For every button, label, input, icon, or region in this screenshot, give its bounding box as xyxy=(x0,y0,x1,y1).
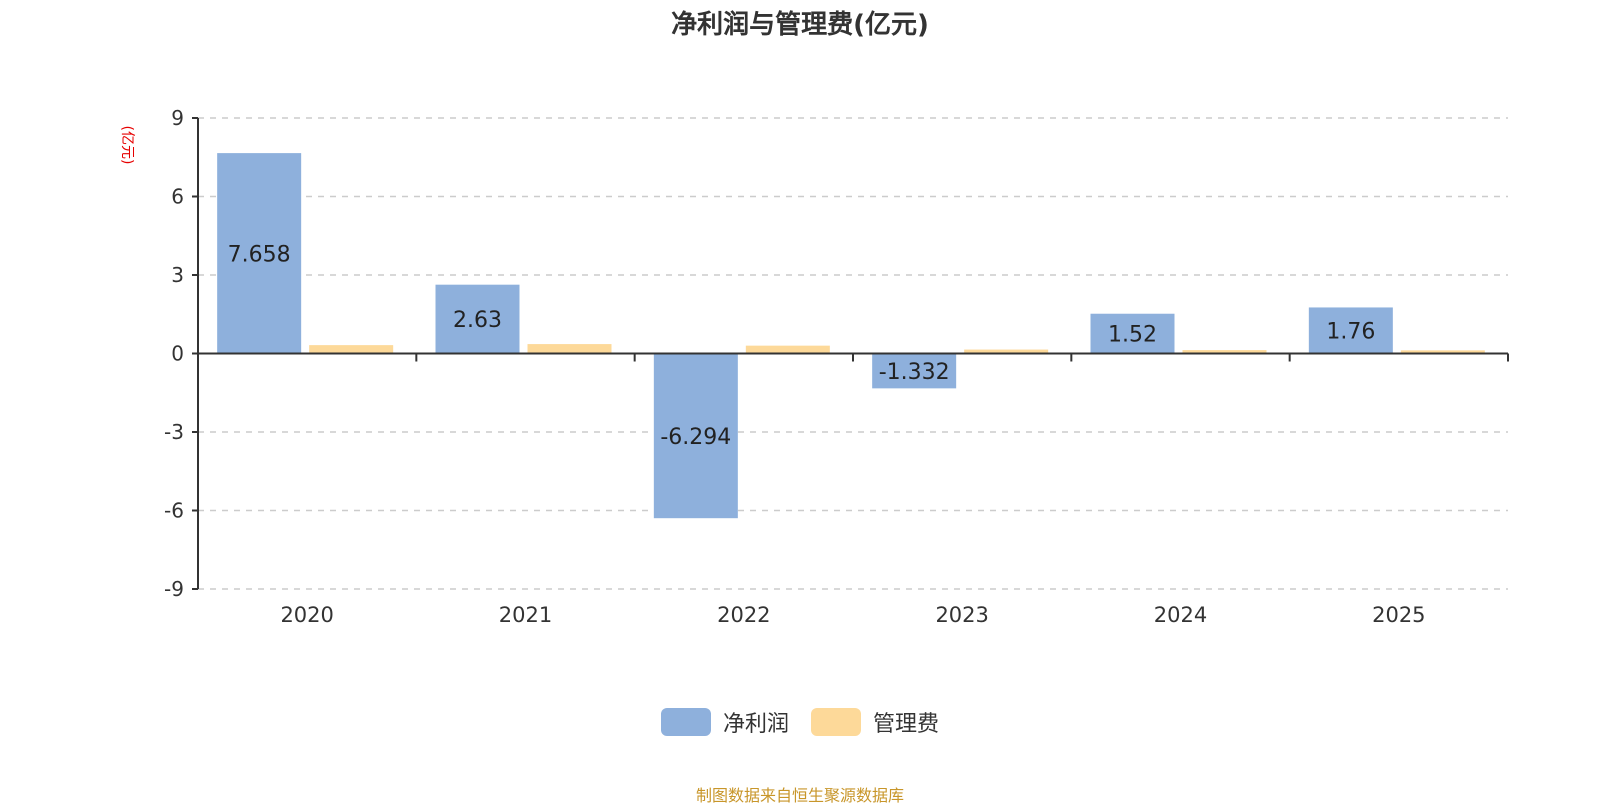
data-labels: 7.658 2.63 -6.294 -1.332 1.52 1.76 xyxy=(228,242,1376,450)
y-tick-label: 9 xyxy=(171,106,184,130)
data-label: 1.52 xyxy=(1108,323,1157,348)
x-tick-label: 2021 xyxy=(499,603,552,627)
data-label: 2.63 xyxy=(453,308,502,333)
legend-item-mgmt-fee[interactable]: 管理费 xyxy=(811,706,939,738)
bar-mgmt-fee xyxy=(1400,350,1485,354)
y-tick-label: -9 xyxy=(164,577,184,601)
x-tick-label: 2023 xyxy=(935,603,988,627)
data-label: 1.76 xyxy=(1326,319,1375,344)
bar-mgmt-fee xyxy=(527,344,612,354)
legend: 净利润 管理费 xyxy=(0,706,1600,738)
legend-label-net-profit: 净利润 xyxy=(722,712,789,737)
bar-mgmt-fee xyxy=(964,349,1049,354)
x-tick-label: 2024 xyxy=(1154,603,1207,627)
x-tick-label: 2020 xyxy=(280,603,333,627)
bar-net-profit xyxy=(872,353,957,389)
data-label: -6.294 xyxy=(660,425,731,450)
legend-swatch-mgmt-fee xyxy=(811,708,861,736)
bar-chart: 9 6 3 0 -3 -6 -9 2020 2021 2022 2023 2024 2025 7.658… xyxy=(164,106,1509,627)
y-tick-label: -3 xyxy=(164,420,184,444)
legend-swatch-net-profit xyxy=(660,708,711,736)
data-label: -1.332 xyxy=(879,360,950,385)
bar-net-profit xyxy=(217,153,302,354)
y-tick-label: 6 xyxy=(171,185,184,209)
bar-net-profit xyxy=(1308,307,1393,354)
y-tick-label: 3 xyxy=(171,263,184,287)
grid-lines xyxy=(198,117,1508,590)
legend-label-mgmt-fee: 管理费 xyxy=(873,712,940,737)
bar-net-profit xyxy=(653,353,738,519)
bar-mgmt-fee xyxy=(1182,350,1267,354)
source-note: 制图数据来自恒生聚源数据库 xyxy=(695,786,904,805)
chart-title: 净利润与管理费(亿元) xyxy=(671,10,929,40)
bar-mgmt-fee xyxy=(309,345,394,354)
axes: 9 6 3 0 -3 -6 -9 2020 2021 2022 2023 2024 2025 xyxy=(164,106,1509,627)
data-label: 7.658 xyxy=(228,242,291,267)
bar-net-profit xyxy=(1090,313,1175,354)
x-tick-label: 2022 xyxy=(717,603,770,627)
bar-mgmt-fee xyxy=(745,345,830,354)
legend-item-net-profit[interactable]: 净利润 xyxy=(660,706,789,738)
y-tick-label: -6 xyxy=(164,499,184,523)
x-tick-label: 2025 xyxy=(1372,603,1425,627)
y-tick-label: 0 xyxy=(171,342,184,366)
bars xyxy=(217,153,1485,519)
bar-net-profit xyxy=(435,284,520,354)
